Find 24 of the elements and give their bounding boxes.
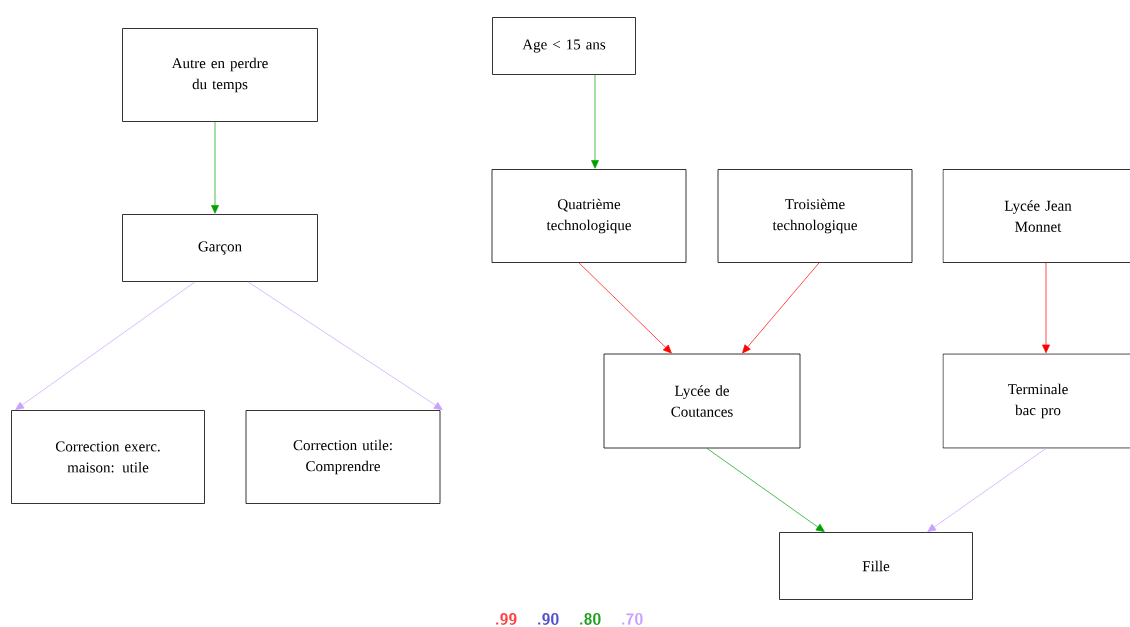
- arrow: [742, 262, 820, 354]
- box: Quatrième technologique: [491, 169, 687, 263]
- legend-value: .70: [622, 613, 643, 625]
- box: Fille: [779, 532, 973, 600]
- arrow: [706, 448, 825, 532]
- box: Garçon: [122, 214, 318, 282]
- box: Correction utile: Comprendre: [245, 410, 441, 504]
- box: Terminale bac pro: [942, 353, 1130, 449]
- legend-value: .99: [496, 613, 517, 625]
- box: Troisième technologique: [717, 169, 913, 263]
- arrow: [591, 74, 599, 169]
- box: Autre en perdre du temps: [122, 28, 318, 122]
- box: Age < 15 ans: [492, 17, 636, 75]
- box: Lycée Jean Monnet: [942, 169, 1130, 263]
- box: Correction exerc. maison: utile: [11, 410, 205, 504]
- arrow: [15, 281, 196, 410]
- legend-value: .90: [538, 613, 559, 625]
- arrow: [211, 121, 219, 214]
- box: Lycée de Coutances: [603, 353, 801, 449]
- arrow: [247, 281, 443, 410]
- legend-value: .80: [580, 613, 601, 625]
- arrow: [578, 262, 672, 354]
- arrow: [1042, 262, 1050, 354]
- arrow: [927, 448, 1047, 532]
